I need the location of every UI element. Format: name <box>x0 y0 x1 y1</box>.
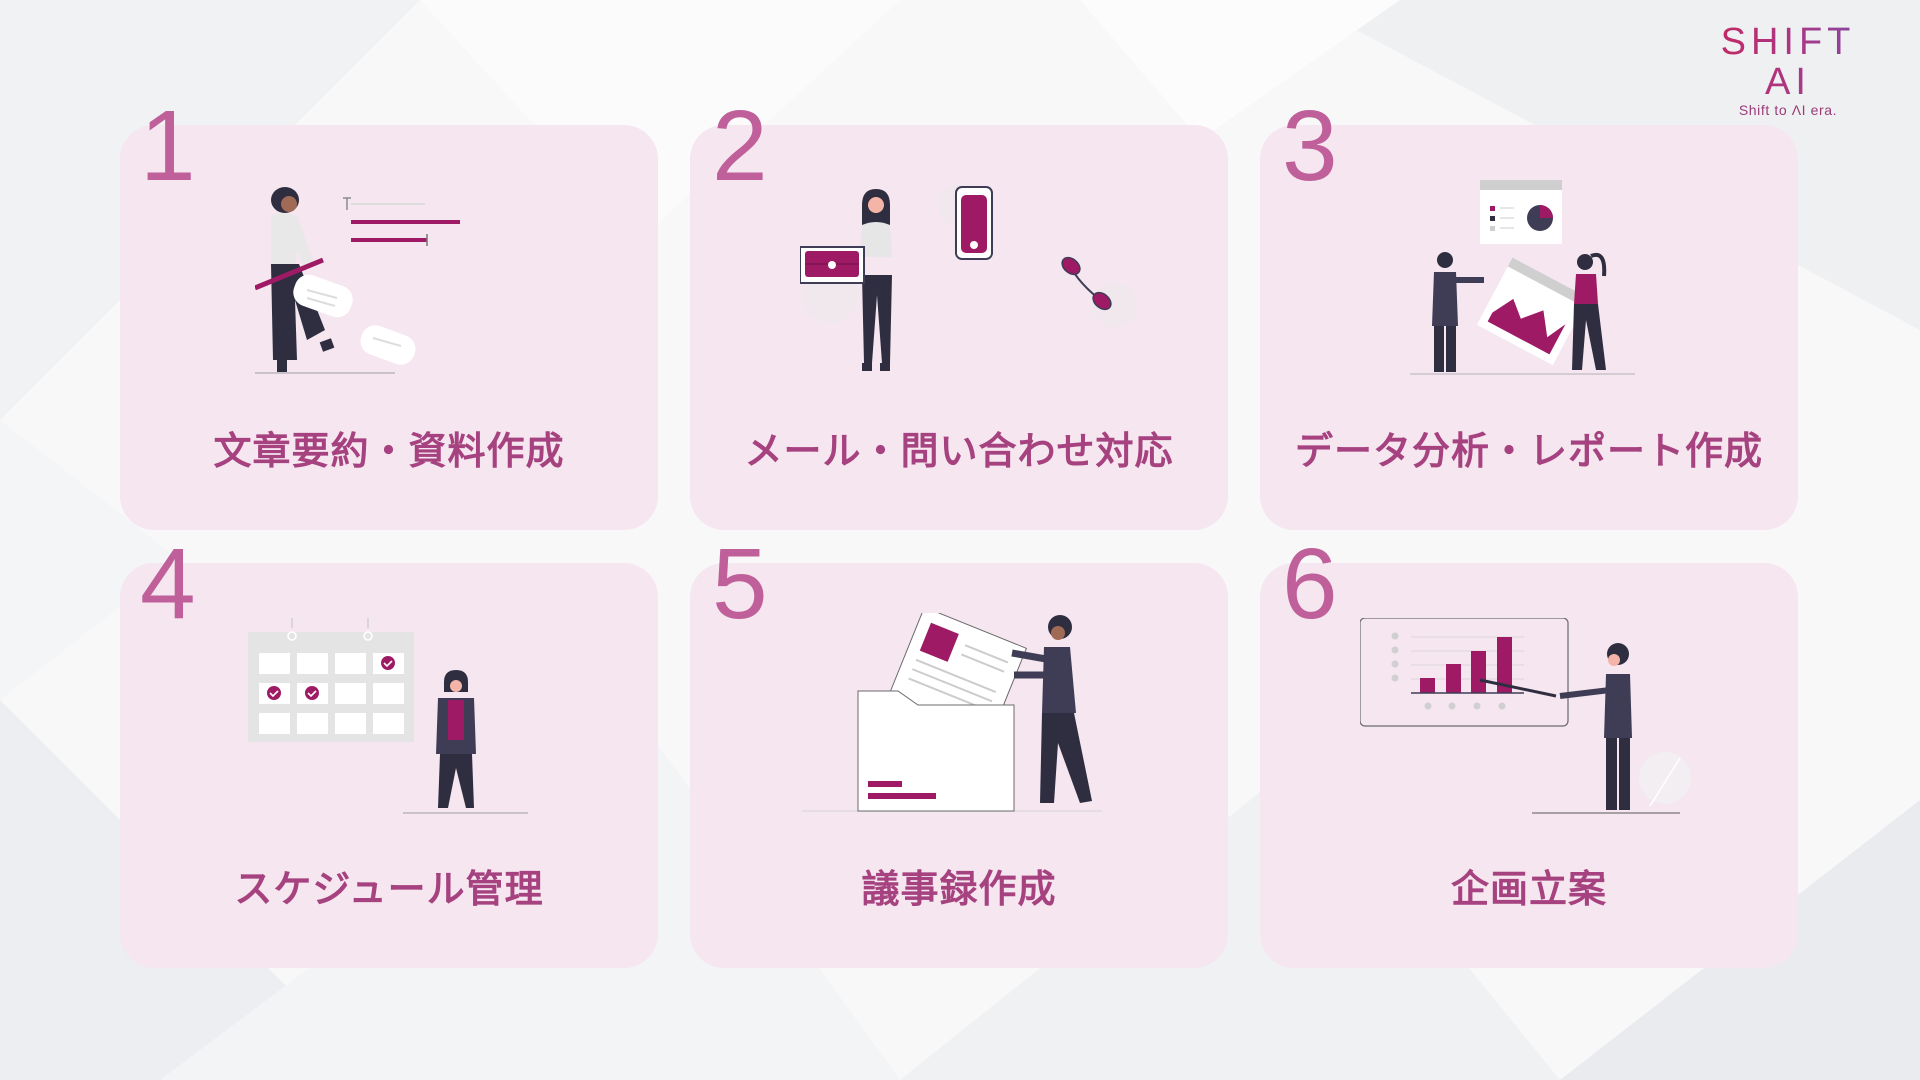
man-filing-document-illustration <box>802 613 1102 812</box>
woman-editing-text-illustration <box>255 187 460 374</box>
card-schedule-management: スケジュール管理 <box>120 563 658 968</box>
card-data-analysis: データ分析・レポート作成 <box>1260 125 1798 530</box>
card-email-inquiry: メール・問い合わせ対応 <box>690 125 1228 530</box>
card-title: 議事録作成 <box>861 867 1057 911</box>
card-number: 5 <box>712 528 768 640</box>
card-title: データ分析・レポート作成 <box>1294 429 1763 473</box>
card-title: メール・問い合わせ対応 <box>744 429 1174 473</box>
card-title: スケジュール管理 <box>234 867 544 911</box>
card-planning: 企画立案 <box>1260 563 1798 968</box>
woman-with-calendar-illustration <box>248 618 528 814</box>
card-number: 3 <box>1282 90 1338 202</box>
shift-ai-logo: SHIFT AI Shift to ΛI era. <box>1698 22 1878 118</box>
woman-with-email-phone-illustration <box>800 185 1137 371</box>
card-number: 6 <box>1282 528 1338 640</box>
man-presenting-bar-chart-illustration <box>1360 618 1691 814</box>
team-analyzing-charts-illustration <box>1410 180 1635 375</box>
logo-wordmark: SHIFT AI <box>1698 22 1878 102</box>
card-meeting-minutes: 議事録作成 <box>690 563 1228 968</box>
card-title: 企画立案 <box>1450 867 1607 911</box>
card-title: 文章要約・資料作成 <box>213 429 565 473</box>
card-document-summary: 文章要約・資料作成 <box>120 125 658 530</box>
check-icon <box>267 656 395 700</box>
card-number: 2 <box>712 90 768 202</box>
card-number: 4 <box>140 528 196 640</box>
logo-tagline: Shift to ΛI era. <box>1738 102 1838 118</box>
card-number: 1 <box>140 90 196 202</box>
